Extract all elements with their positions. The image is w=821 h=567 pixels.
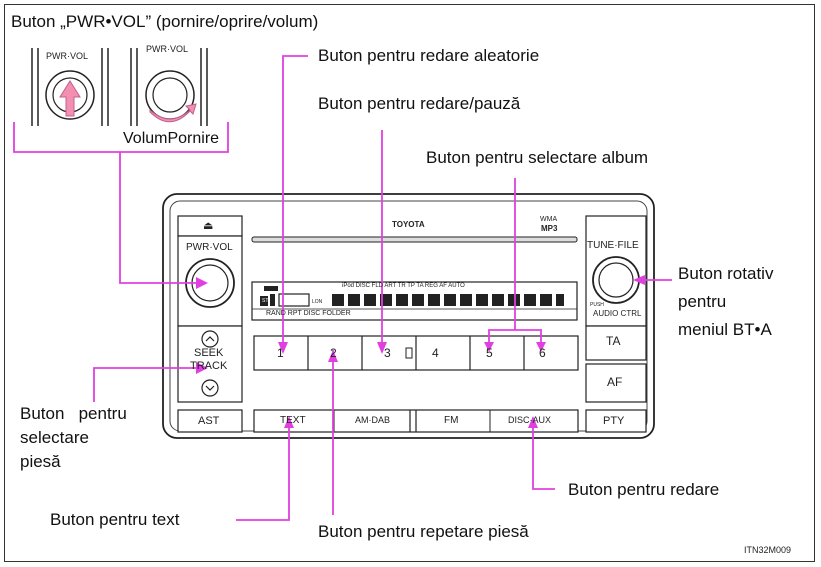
audio-ctrl-label: AUDIO CTRL — [593, 309, 642, 318]
radio-unit — [162, 193, 655, 439]
aux-jack-icon — [405, 347, 413, 359]
preset-6[interactable]: 6 — [539, 346, 546, 360]
callout-shuffle: Buton pentru redare aleatorie — [318, 46, 540, 65]
ast-button[interactable] — [177, 409, 243, 433]
callout-tune-line3: meniul BT•A — [678, 320, 772, 339]
tune-file-label: TUNE·FILE — [587, 240, 639, 251]
pty-label: PTY — [603, 415, 625, 427]
eject-icon: ⏏ — [203, 220, 214, 232]
preset-5[interactable]: 5 — [486, 346, 493, 360]
lcd-st: ST — [262, 298, 269, 304]
push-arrow-icon — [59, 80, 81, 117]
track-label: TRACK — [190, 360, 228, 372]
callout-play-pause: Buton pentru redare/pauză — [318, 94, 521, 113]
mp3-badge: MP3 — [541, 224, 558, 233]
callout-tune-line2: pentru — [678, 292, 727, 311]
preset-4[interactable]: 4 — [432, 346, 439, 360]
callout-arrowheads — [196, 275, 645, 428]
callout-track-line2: selectare — [20, 428, 89, 447]
rotate-arrow-icon — [149, 103, 197, 123]
ta-button[interactable] — [585, 325, 647, 361]
preset-2[interactable]: 2 — [330, 346, 337, 360]
ta-label: TA — [606, 334, 621, 348]
pty-button[interactable] — [585, 409, 647, 433]
lcd-lon: LON — [312, 299, 323, 305]
callout-repeat: Buton pentru repetare piesă — [318, 522, 529, 541]
callout-volum-pornire: VolumPornire — [123, 130, 220, 147]
push-label: PUSH — [590, 302, 604, 308]
figure-code: ITN32M009 — [744, 545, 792, 555]
knob-inset — [31, 48, 208, 126]
callout-lines — [13, 55, 672, 521]
fm-button-label: FM — [444, 415, 459, 426]
preset-3[interactable]: 3 — [384, 346, 391, 360]
af-label: AF — [607, 375, 623, 389]
callout-album-select: Buton pentru selectare album — [426, 148, 649, 167]
lcd-bottom-indicators: RAND RPT DISC FOLDER — [266, 310, 351, 317]
inset-pwr-vol-label-left: PWR·VOL — [46, 51, 89, 61]
text-button-label: TEXT — [280, 415, 306, 426]
inset-pwr-vol-label-right: PWR·VOL — [146, 44, 189, 54]
wma-badge: WMA — [540, 216, 558, 223]
am-dab-button-label: AM·DAB — [355, 415, 391, 425]
callout-track-line1: Buton pentru — [20, 404, 127, 423]
seek-label: SEEK — [194, 347, 224, 359]
pwr-vol-label: PWR·VOL — [186, 242, 233, 253]
cd-slot — [251, 236, 578, 243]
callout-tune-line1: Buton rotativ — [678, 264, 774, 283]
brand-logo: TOYOTA — [392, 220, 425, 229]
ast-label: AST — [198, 415, 220, 427]
callout-pwr-vol: Buton „PWR•VOL” (pornire/oprire/volum) — [11, 12, 319, 31]
lcd-top-indicators: iPod DISC FLD ART TR TP TA REG AF AUTO — [342, 283, 465, 289]
af-button[interactable] — [585, 363, 647, 403]
callout-text: Buton pentru text — [50, 510, 180, 529]
callout-track-line3: piesă — [20, 452, 61, 471]
preset-1[interactable]: 1 — [277, 346, 284, 360]
callout-playback: Buton pentru redare — [568, 480, 720, 499]
disc-aux-button-label: DISC·AUX — [508, 415, 552, 425]
